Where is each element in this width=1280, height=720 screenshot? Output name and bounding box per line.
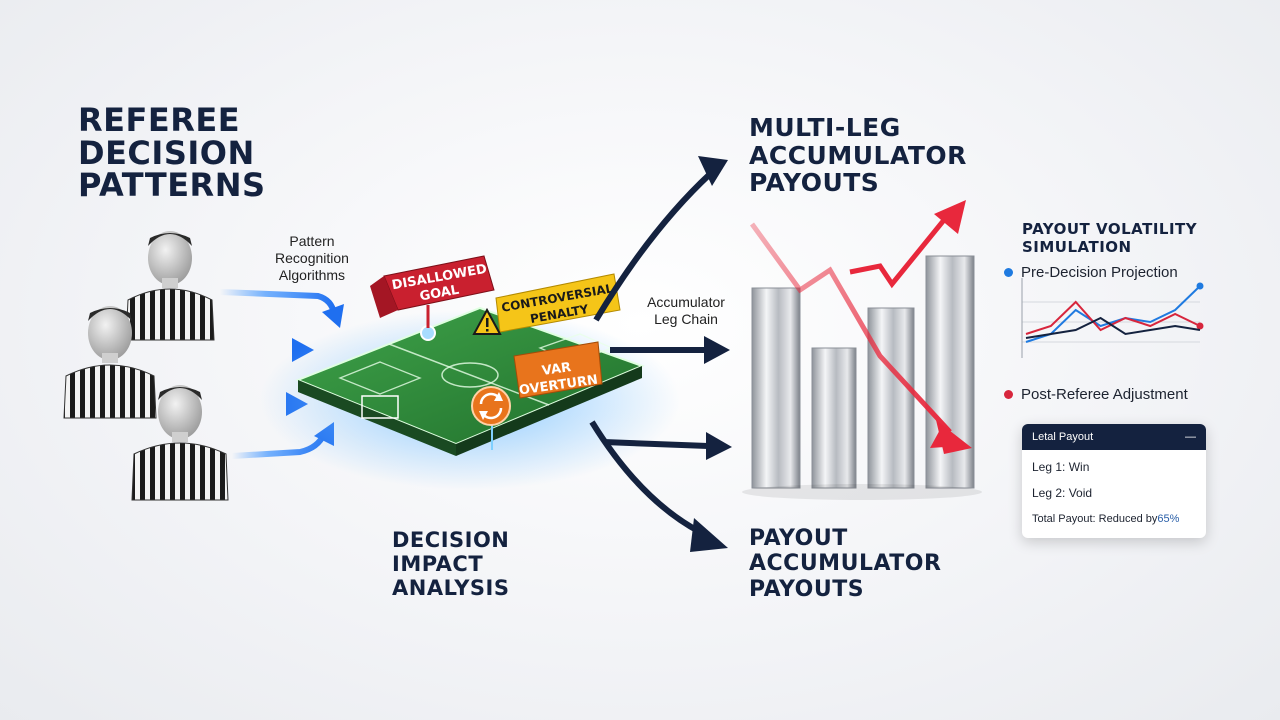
referee-figure	[63, 306, 157, 419]
volatility-title: PAYOUT VOLATILITY SIMULATION	[1022, 220, 1197, 257]
volatility-title-line: SIMULATION	[1022, 238, 1132, 257]
leg-chain-label: Accumulator Leg Chain	[636, 294, 736, 328]
referee-figure	[131, 385, 229, 501]
panel-total: Total Payout: Reduced by 65%	[1022, 506, 1206, 532]
multileg-heading-line: PAYOUTS	[749, 168, 880, 197]
multileg-heading-line: ACCUMULATOR	[749, 140, 967, 170]
panel-header: Letal Payout —	[1022, 424, 1206, 450]
disallowed-goal-tag: DISALLOWED GOAL	[370, 255, 495, 328]
impact-heading-line: IMPACT	[392, 552, 484, 577]
series-line	[1025, 300, 1201, 335]
output-arrow	[603, 432, 732, 460]
refresh-icon	[471, 386, 511, 426]
referee-heading-line: REFEREE	[78, 101, 241, 139]
legend-item: Pre-Decision Projection	[1004, 264, 1178, 281]
volatility-up-arrow	[849, 200, 966, 289]
series-line	[1025, 285, 1201, 343]
referee-heading-line: PATTERNS	[78, 166, 266, 205]
legend-dot	[1004, 268, 1013, 277]
label-line: Accumulator	[647, 294, 725, 310]
payout-heading: PAYOUT ACCUMULATOR PAYOUTS	[749, 526, 941, 602]
label-line: Pattern	[289, 233, 335, 249]
pattern-recognition-label: Pattern Recognition Algorithms	[262, 233, 362, 283]
payout-bar	[811, 347, 857, 489]
series-line	[1025, 316, 1201, 339]
total-label: Total Payout: Reduced by	[1032, 513, 1158, 525]
label-line: Recognition	[275, 249, 349, 266]
tag-text: GOAL	[419, 283, 461, 305]
total-value: 65%	[1157, 513, 1180, 525]
impact-heading-line: DECISION	[392, 528, 510, 552]
label-line: Leg Chain	[654, 310, 718, 327]
impact-heading: DECISION IMPACT ANALYSIS	[392, 528, 509, 600]
volatility-down-arrow	[749, 222, 972, 454]
referee-heading: REFEREE DECISION PATTERNS	[78, 104, 266, 202]
tag-text: VAR	[541, 360, 572, 379]
referee-heading-line: DECISION	[78, 133, 255, 172]
input-arrow	[219, 289, 344, 328]
output-arrow	[589, 420, 728, 552]
series-end-point	[1196, 282, 1204, 290]
warning-icon	[472, 307, 502, 335]
payout-heading-line: PAYOUT	[749, 526, 848, 551]
panel-row: Leg 1: Win	[1032, 460, 1090, 474]
payout-bar	[751, 287, 801, 489]
collapse-button[interactable]: —	[1185, 431, 1196, 443]
event-marker	[420, 325, 436, 341]
payout-panel: Letal Payout — Leg 1: Win Leg 2: Void To…	[1022, 424, 1206, 538]
volatility-line-chart	[1021, 278, 1204, 358]
goal-net	[361, 395, 399, 419]
output-arrow	[610, 336, 730, 364]
series-end-point	[1196, 322, 1204, 330]
label-line: Algorithms	[278, 266, 346, 283]
legend-label: Post-Referee Adjustment	[1021, 386, 1188, 403]
payout-bar	[925, 255, 975, 489]
volatility-title-line: PAYOUT VOLATILITY	[1022, 220, 1198, 238]
payout-heading-line: ACCUMULATOR	[749, 551, 942, 577]
panel-row: Leg 2: Void	[1032, 486, 1093, 500]
var-overturn-tag: VAR OVERTURN	[513, 341, 603, 399]
multileg-heading: MULTI-LEG ACCUMULATOR PAYOUTS	[749, 114, 967, 197]
impact-heading-line: ANALYSIS	[392, 576, 510, 601]
output-arrow	[593, 156, 728, 322]
payout-heading-line: PAYOUTS	[749, 576, 865, 602]
legend-label: Pre-Decision Projection	[1021, 264, 1178, 281]
legend-item: Post-Referee Adjustment	[1004, 386, 1188, 403]
panel-title: Letal Payout	[1032, 431, 1094, 443]
payout-bar	[867, 307, 915, 489]
legend-dot	[1004, 390, 1013, 399]
multileg-heading-line: MULTI-LEG	[749, 113, 901, 142]
referee-figure	[125, 231, 215, 341]
